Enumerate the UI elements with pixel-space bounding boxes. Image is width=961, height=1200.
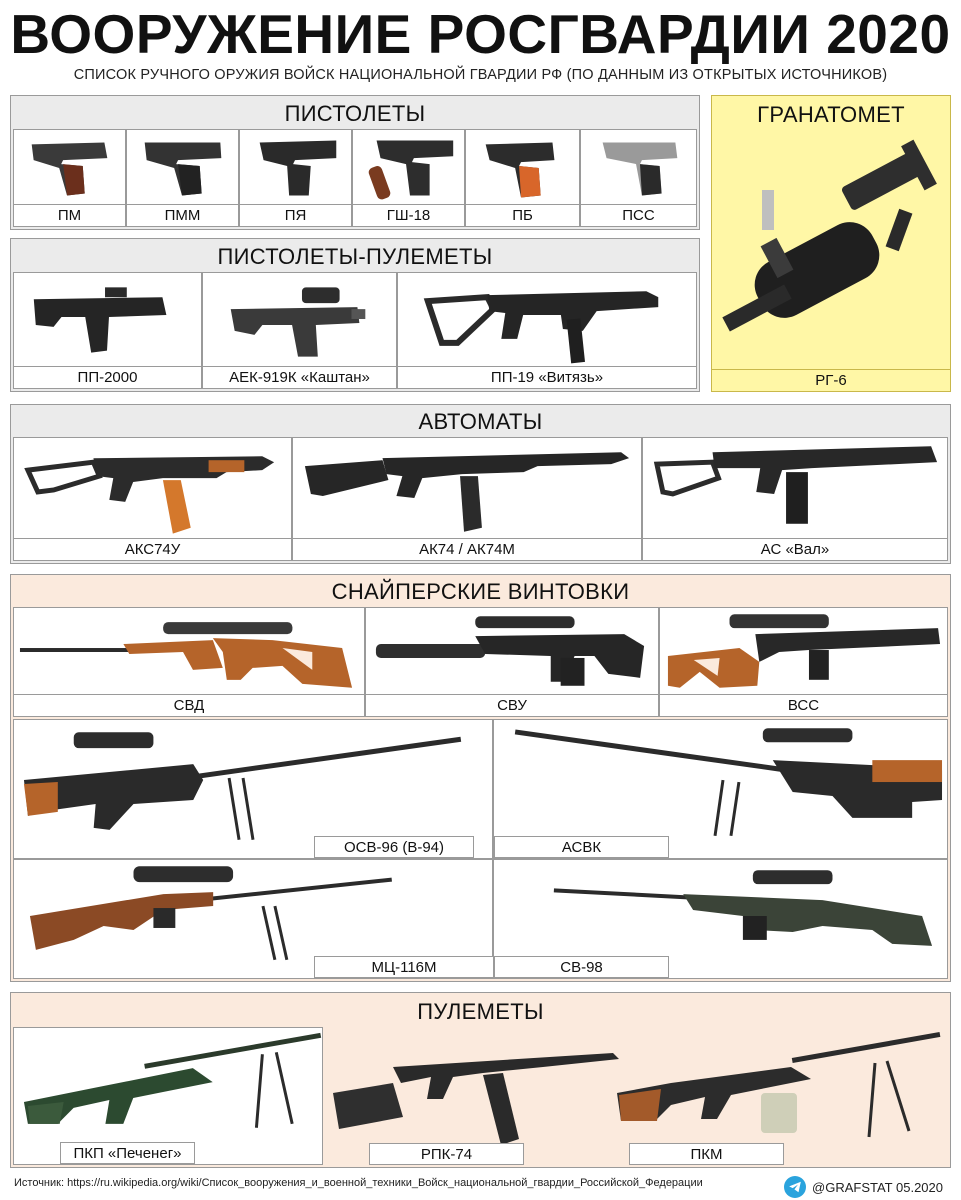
section-title-machine-guns: ПУЛЕМЕТЫ — [417, 999, 544, 1024]
card-pb[interactable]: ПБ — [465, 129, 580, 227]
section-grenade-launcher: ГРАНАТОМЕТ РГ-6 — [711, 95, 951, 392]
card-as-val[interactable]: АС «Вал» — [642, 437, 948, 561]
sniper-rifle-image — [29, 866, 392, 961]
card-pya[interactable]: ПЯ — [239, 129, 352, 227]
brand-text: @GRAFSTAT 05.2020 — [812, 1179, 943, 1195]
card-rg6[interactable]: РГ-6 — [712, 130, 950, 391]
card-asvk[interactable]: АСВК — [493, 719, 948, 859]
label-pp19: ПП-19 «Витязь» — [398, 366, 696, 388]
label-osv96: ОСВ-96 (В-94) — [314, 836, 474, 858]
label-pkp: ПКП «Печенег» — [60, 1142, 195, 1164]
section-smg: ПИСТОЛЕТЫ-ПУЛЕМЕТЫ ПП-2000 АЕК-919К «Каш… — [10, 238, 700, 392]
card-svd[interactable]: СВД — [13, 607, 365, 717]
footer: Источник: https://ru.wikipedia.org/wiki/… — [0, 1168, 961, 1200]
label-pya: ПЯ — [240, 204, 351, 226]
label-pp2000: ПП-2000 — [14, 366, 201, 388]
section-machine-guns: ПУЛЕМЕТЫ ПКП «Печенег» РПК-74 ПКМ — [10, 992, 951, 1168]
page-title: ВООРУЖЕНИЕ РОСГВАРДИИ 2020 — [10, 3, 951, 65]
label-pmm: ПММ — [127, 204, 238, 226]
label-pm: ПМ — [14, 204, 125, 226]
section-assault-rifles: АВТОМАТЫ АКС74У АК74 / АК74М АС «Вал» — [10, 404, 951, 564]
label-rg6: РГ-6 — [712, 369, 950, 391]
section-pistols: ПИСТОЛЕТЫ ПМ ПММ ПЯ ГШ-18 ПБ — [10, 95, 700, 230]
card-pp19[interactable]: ПП-19 «Витязь» — [397, 272, 697, 389]
section-sniper-rifles: СНАЙПЕРСКИЕ ВИНТОВКИ СВД СВУ ВСС — [10, 574, 951, 982]
card-pmm[interactable]: ПММ — [126, 129, 239, 227]
label-as-val: АС «Вал» — [643, 538, 947, 560]
sniper-rifle-image — [19, 622, 353, 688]
label-mc116m: МЦ-116М — [314, 956, 494, 978]
machine-gun-image — [23, 1032, 322, 1128]
sniper-rifle-image — [514, 728, 943, 837]
label-svd: СВД — [14, 694, 364, 716]
pistol-image — [144, 142, 222, 196]
card-ak74[interactable]: АК74 / АК74М — [292, 437, 642, 561]
sniper-rifle-image — [23, 732, 462, 841]
pistol-image — [31, 142, 108, 196]
smg-image — [423, 291, 659, 364]
label-ak74: АК74 / АК74М — [293, 538, 641, 560]
label-gsh18: ГШ-18 — [353, 204, 464, 226]
label-vss: ВСС — [660, 694, 947, 716]
card-mc116m[interactable]: МЦ-116М — [13, 859, 494, 979]
page-subtitle: СПИСОК РУЧНОГО ОРУЖИЯ ВОЙСК НАЦИОНАЛЬНОЙ… — [73, 67, 888, 83]
label-aek919k: АЕК-919К «Каштан» — [203, 366, 396, 388]
label-pb: ПБ — [466, 204, 579, 226]
section-title-grenade-launcher: ГРАНАТОМЕТ — [757, 102, 905, 127]
pistol-image — [485, 142, 555, 198]
pistol-image — [259, 140, 337, 196]
label-pss: ПСС — [581, 204, 696, 226]
card-svu[interactable]: СВУ — [365, 607, 659, 717]
label-sv98: СВ-98 — [494, 956, 669, 978]
telegram-icon[interactable] — [784, 1176, 807, 1198]
sniper-rifle-image — [553, 870, 933, 946]
label-svu: СВУ — [366, 694, 658, 716]
machine-gun-image — [617, 1032, 941, 1138]
card-pm[interactable]: ПМ — [13, 129, 126, 227]
label-asvk: АСВК — [494, 836, 669, 858]
machine-gun-image — [333, 1053, 619, 1145]
card-rpk74[interactable]: РПК-74 — [323, 1027, 623, 1165]
sniper-rifle-image — [667, 614, 941, 688]
section-title-sniper-rifles: СНАЙПЕРСКИЕ ВИНТОВКИ — [331, 579, 630, 604]
card-pkm[interactable]: ПКМ — [611, 1027, 948, 1165]
sniper-rifle-image — [375, 616, 645, 686]
card-aks74u[interactable]: АКС74У — [13, 437, 292, 561]
label-rpk74: РПК-74 — [369, 1143, 524, 1165]
brand: @GRAFSTAT 05.2020 — [784, 1176, 943, 1198]
card-pss[interactable]: ПСС — [580, 129, 697, 227]
card-pp2000[interactable]: ПП-2000 — [13, 272, 202, 389]
smg-image — [230, 287, 366, 357]
card-vss[interactable]: ВСС — [659, 607, 948, 717]
grenade-launcher-image — [722, 139, 937, 332]
card-sv98[interactable]: СВ-98 — [493, 859, 948, 979]
pistol-image — [368, 140, 454, 200]
label-pkm: ПКМ — [629, 1143, 784, 1165]
section-title-smg: ПИСТОЛЕТЫ-ПУЛЕМЕТЫ — [217, 244, 493, 269]
card-gsh18[interactable]: ГШ-18 — [352, 129, 465, 227]
rifle-image — [24, 456, 275, 534]
label-aks74u: АКС74У — [14, 538, 291, 560]
section-title-pistols: ПИСТОЛЕТЫ — [284, 101, 426, 126]
source-text: Источник: https://ru.wikipedia.org/wiki/… — [14, 1177, 703, 1189]
rifle-image — [304, 452, 630, 532]
card-pkp[interactable]: ПКП «Печенег» — [13, 1027, 323, 1165]
card-osv96[interactable]: ОСВ-96 (В-94) — [13, 719, 493, 859]
section-title-assault-rifles: АВТОМАТЫ — [418, 409, 543, 434]
card-aek919k[interactable]: АЕК-919К «Каштан» — [202, 272, 397, 389]
smg-image — [33, 287, 167, 353]
pistol-image — [602, 142, 678, 196]
rifle-image — [653, 446, 938, 524]
